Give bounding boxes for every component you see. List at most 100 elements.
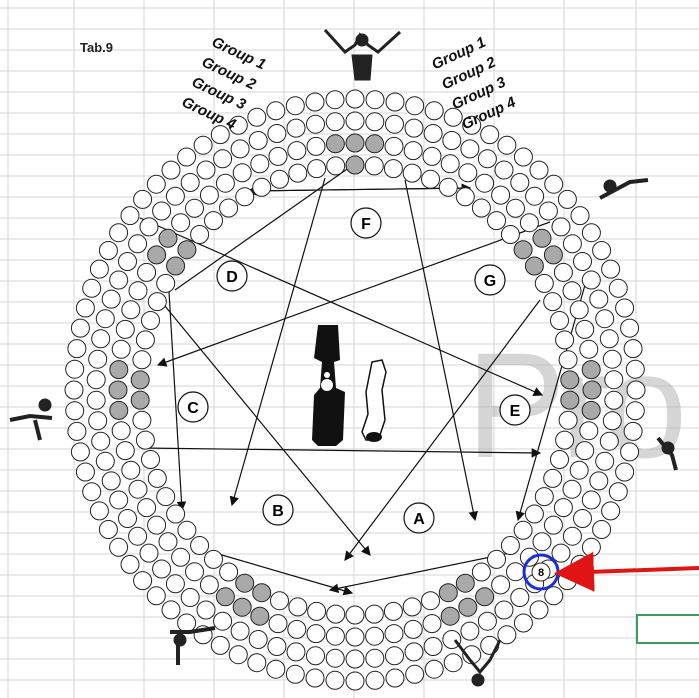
seat-circle [574, 253, 592, 271]
seat-circle [288, 620, 306, 638]
seat-circle [563, 235, 581, 253]
seat-circle [602, 502, 620, 520]
seat-circle [148, 516, 166, 534]
zone-a-label: A [413, 511, 425, 528]
seat-circle [406, 97, 424, 115]
seat-circle [405, 119, 423, 137]
seat-circle [157, 274, 175, 292]
seat-circle [197, 161, 215, 179]
seat-circle [346, 672, 364, 690]
seat-circle [271, 170, 289, 188]
seat-circle [249, 132, 267, 150]
seat-circle [110, 401, 128, 419]
seat-circle [525, 505, 543, 523]
seat-circle [110, 271, 128, 289]
seat-circle [385, 625, 403, 643]
seat-circle [307, 625, 325, 643]
seat-circle [609, 483, 627, 501]
seat-circle [76, 463, 94, 481]
seat-circle [422, 592, 440, 610]
seat-circle [520, 214, 538, 232]
seat-circle [231, 622, 249, 640]
seat-circle [526, 187, 544, 205]
seat-circle [551, 312, 569, 330]
seat-circle [253, 584, 271, 602]
seat-circle [138, 499, 156, 517]
seat-circle [129, 480, 147, 498]
seat-circle [544, 516, 562, 534]
seat-circle [544, 293, 562, 311]
seat-circle [102, 290, 120, 308]
seat-circle [544, 246, 562, 264]
seat-circle [68, 422, 86, 440]
seat-circle [621, 319, 639, 337]
seat-circle [582, 538, 600, 556]
seat-circle [580, 340, 598, 358]
seat-circle [269, 615, 287, 633]
seat-circle [121, 207, 139, 225]
seat-circle [386, 669, 404, 687]
seat-circle [220, 199, 238, 217]
seat-circle [116, 442, 134, 460]
seat-circle [525, 257, 543, 275]
seat-circle [533, 533, 551, 551]
seat-circle [214, 150, 232, 168]
seat-circle [71, 443, 89, 461]
seat-circle [478, 150, 496, 168]
seat-circle [459, 598, 477, 616]
seat-circle [87, 391, 105, 409]
seat-circle [162, 601, 180, 619]
seat-circle [216, 174, 234, 192]
seat-circle [162, 161, 180, 179]
seat-circle [253, 178, 271, 196]
seat-circle [582, 271, 600, 289]
seat-circle [326, 113, 344, 131]
seat-circle [563, 527, 581, 545]
seat-circle [346, 134, 364, 152]
seat-circle [110, 538, 128, 556]
seat-circle [166, 575, 184, 593]
seat-circle [570, 461, 588, 479]
seat-circle [148, 246, 166, 264]
seat-circle [346, 628, 364, 646]
seat-circle [66, 402, 84, 420]
seat-circle [616, 299, 634, 317]
seat-circle [593, 242, 611, 260]
seat-circle [488, 212, 506, 230]
seat-circle [249, 631, 267, 649]
seat-circle [492, 576, 510, 594]
seat-circle [366, 671, 384, 689]
seat-circle [142, 451, 160, 469]
seat-circle [514, 148, 532, 166]
zone-labels: A B C D E F G [178, 208, 530, 533]
seat-circle [600, 432, 618, 450]
seat-circle [533, 229, 551, 247]
seat-circle [289, 598, 307, 616]
seat-circle [178, 148, 196, 166]
seat-circle [605, 371, 623, 389]
right-figure-icon [658, 438, 676, 470]
seat-circle [194, 136, 212, 154]
seat-circle [96, 452, 114, 470]
seat-circle [140, 218, 158, 236]
seat-circle [366, 649, 384, 667]
seat-circle [186, 199, 204, 217]
seat-circle [422, 170, 440, 188]
seat-circle [267, 102, 285, 120]
seat-circle [366, 91, 384, 109]
zone-c-label: C [187, 400, 199, 417]
seat-circle [404, 142, 422, 160]
seat-circle [66, 360, 84, 378]
seat-circle [627, 381, 645, 399]
seat-circle [403, 598, 421, 616]
seat-circle [267, 660, 285, 678]
seat-circle [561, 371, 579, 389]
seat-circle [366, 627, 384, 645]
seat-circle [545, 175, 563, 193]
seat-circle [423, 147, 441, 165]
seat-circle [287, 643, 305, 661]
seat-circle [425, 102, 443, 120]
seat-circle [87, 371, 105, 389]
seat-circle [346, 112, 364, 130]
seat-circle [307, 647, 325, 665]
